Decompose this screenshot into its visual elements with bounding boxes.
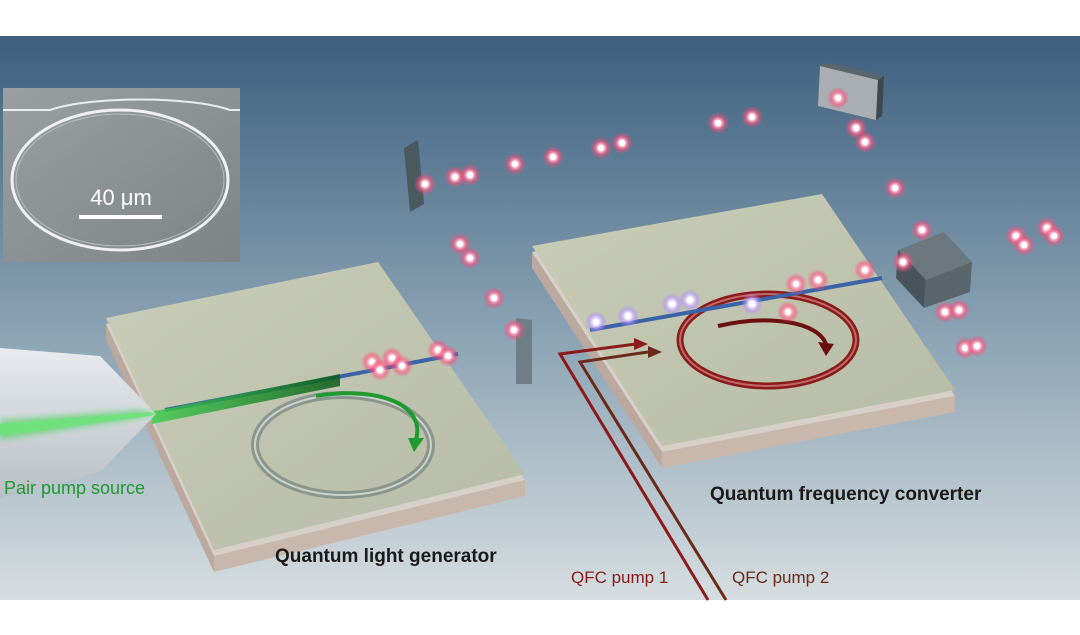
photon (1020, 241, 1028, 249)
photon (748, 300, 756, 308)
photon (490, 294, 498, 302)
qfc-pump-1-label: QFC pump 1 (571, 568, 668, 587)
scale-bar-label: 40 μm (90, 185, 152, 210)
photon (792, 280, 800, 288)
photon (861, 138, 869, 146)
circulation-arrow-left (315, 391, 420, 441)
photon (891, 184, 899, 192)
pair-pump-laser-tip (0, 348, 156, 498)
photon (451, 173, 459, 181)
photon (376, 366, 384, 374)
photon (784, 308, 792, 316)
pump-beam-in-waveguide (150, 374, 340, 424)
photon (834, 94, 842, 102)
sem-inset-image (3, 88, 240, 262)
bus-waveguide-right (589, 276, 883, 332)
scale-bar-line (79, 215, 162, 219)
photon (861, 266, 869, 274)
photon (597, 144, 605, 152)
photon (456, 240, 464, 248)
photon (592, 318, 600, 326)
photon (398, 362, 406, 370)
quantum-frequency-converter-chip (532, 194, 955, 468)
pair-pump-source-label: Pair pump source (4, 478, 145, 498)
photon (1050, 232, 1058, 240)
qfc-pump-2-label: QFC pump 2 (732, 568, 829, 587)
photon (444, 352, 452, 360)
photon (668, 300, 676, 308)
photon (421, 180, 429, 188)
photon (624, 312, 632, 320)
photon (510, 326, 518, 334)
sem-ring (10, 108, 230, 252)
photon (973, 342, 981, 350)
photon (899, 258, 907, 266)
photon (466, 171, 474, 179)
quantum-light-generator-label: Quantum light generator (275, 546, 497, 567)
photon (852, 124, 860, 132)
qfc-pump-2-fiber (577, 350, 728, 601)
photon (549, 153, 557, 161)
photon (814, 276, 822, 284)
photon (918, 226, 926, 234)
photon (511, 160, 519, 168)
photon (748, 113, 756, 121)
photon-dots (361, 87, 1065, 381)
photon (686, 296, 694, 304)
photon (941, 308, 949, 316)
mirror-left (404, 140, 424, 212)
quantum-light-generator-chip (106, 262, 525, 572)
quantum-frequency-converter-label: Quantum frequency converter (710, 484, 982, 505)
photon (714, 119, 722, 127)
photon (466, 254, 474, 262)
qfc-pump-1-fiber (557, 342, 710, 601)
photon (618, 139, 626, 147)
photon (955, 306, 963, 314)
